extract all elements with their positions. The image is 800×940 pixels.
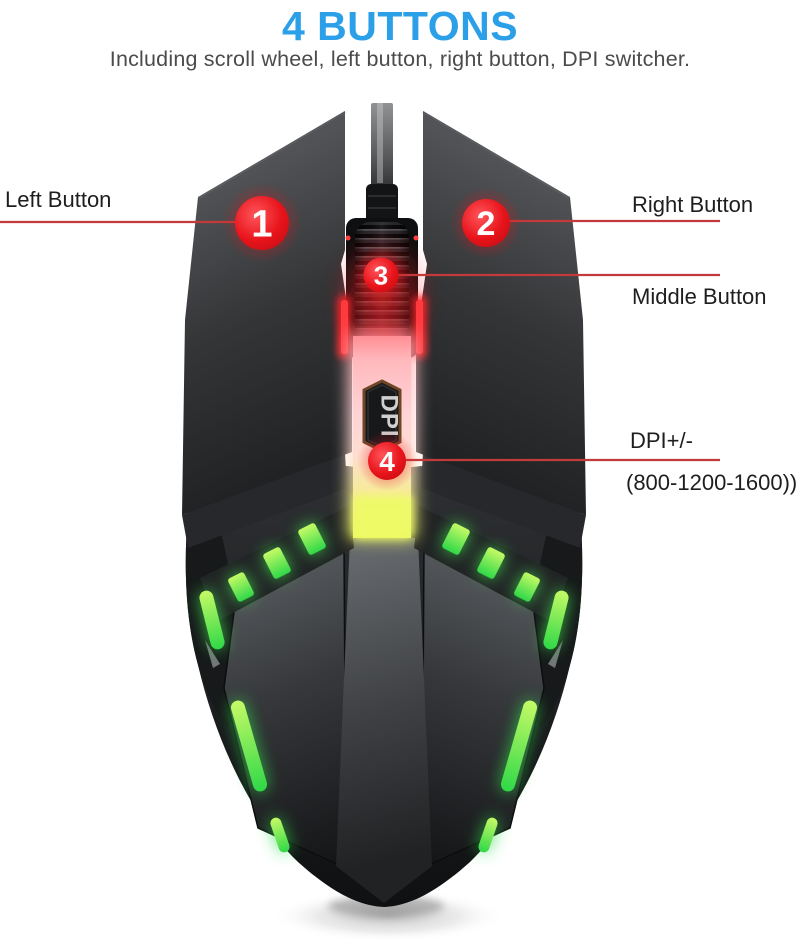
dpi-range-label: (800-1200-1600)) (626, 470, 798, 495)
page-title: 4 BUTTONS (281, 3, 519, 49)
dpi-label: DPI+/- (630, 428, 693, 453)
callout-circles: 1 2 3 4 (222, 183, 522, 491)
middle-button-label: Middle Button (632, 284, 767, 309)
callout-lines (0, 219, 720, 462)
page-subtitle: Including scroll wheel, left button, rig… (109, 47, 691, 71)
stripe-bottom-glow (354, 496, 412, 538)
right-wing-chevron (548, 640, 563, 668)
callout-circle-2 (462, 199, 510, 247)
callout-circle-3 (363, 257, 399, 293)
right-button-panel (416, 111, 586, 515)
left-button-label: Left Button (5, 187, 112, 212)
callout-circle-4 (368, 442, 406, 480)
callout-4-number: 4 (379, 446, 395, 477)
led-bands (182, 452, 586, 651)
left-button-panel (182, 111, 352, 515)
callout-3-number: 3 (374, 260, 388, 290)
left-wing-chevron (205, 640, 220, 668)
callout-1-number: 1 (251, 204, 272, 246)
callout-2-number: 2 (477, 205, 496, 243)
dpi-button-label: DPI (376, 394, 403, 437)
right-button-label: Right Button (632, 192, 754, 217)
cable (366, 103, 398, 236)
callout-circle-1 (235, 196, 289, 250)
center-ridge (336, 538, 432, 903)
